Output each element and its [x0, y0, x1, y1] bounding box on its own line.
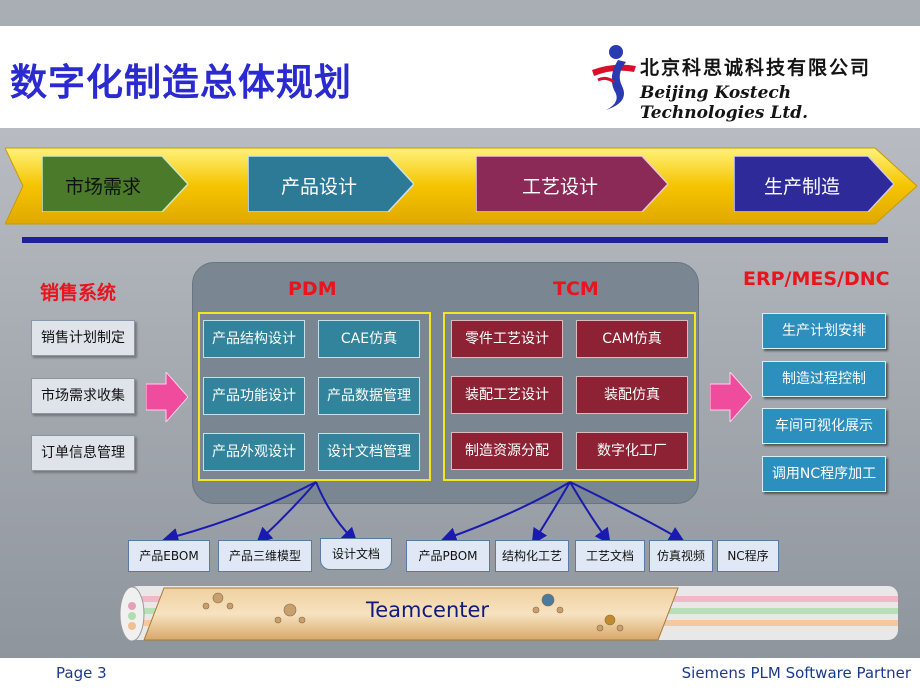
- teamcenter-label: Teamcenter: [366, 598, 490, 622]
- pdm-title: PDM: [288, 278, 337, 300]
- tcm-module[interactable]: 装配工艺设计: [451, 376, 563, 414]
- erp-item[interactable]: 调用NC程序加工: [762, 456, 886, 492]
- doc-item[interactable]: 仿真视频: [649, 540, 713, 572]
- slide-header: [0, 26, 920, 128]
- doc-item[interactable]: 设计文档: [320, 538, 392, 570]
- chevron-shape: [42, 156, 188, 212]
- erp-item[interactable]: 生产计划安排: [762, 313, 886, 349]
- arrow-right-icon: [146, 372, 188, 422]
- sales-system-title: 销售系统: [40, 282, 117, 304]
- page-number: Page 3: [56, 664, 107, 682]
- doc-item[interactable]: 产品三维模型: [218, 540, 312, 572]
- step-label: 工艺设计: [521, 176, 598, 198]
- sales-item[interactable]: 订单信息管理: [31, 435, 135, 471]
- chevron-shape: [248, 156, 414, 212]
- tcm-module[interactable]: 数字化工厂: [576, 432, 688, 470]
- partner-text: Siemens PLM Software Partner: [681, 664, 911, 682]
- slide-title: 数字化制造总体规划: [10, 61, 352, 104]
- step-process-design[interactable]: 工艺设计: [476, 156, 668, 212]
- pdm-module[interactable]: 产品功能设计: [203, 377, 305, 415]
- step-label: 市场需求: [64, 176, 141, 198]
- tcm-module[interactable]: 零件工艺设计: [451, 320, 563, 358]
- step-manufacturing[interactable]: 生产制造: [734, 156, 894, 212]
- tcm-title: TCM: [553, 278, 599, 300]
- chevron-shape: [476, 156, 668, 212]
- process-band: [5, 147, 918, 225]
- step-label: 生产制造: [763, 176, 840, 198]
- tcm-module[interactable]: CAM仿真: [576, 320, 688, 358]
- doc-item[interactable]: 工艺文档: [575, 540, 645, 572]
- pdm-frame: [198, 312, 431, 481]
- sales-item[interactable]: 市场需求收集: [31, 378, 135, 414]
- company-name-en: Beijing Kostech Technologies Ltd.: [640, 83, 808, 123]
- pdm-module[interactable]: 产品结构设计: [203, 320, 305, 358]
- erp-item[interactable]: 制造过程控制: [762, 361, 886, 397]
- pdm-module[interactable]: 产品外观设计: [203, 433, 305, 471]
- kostech-logo-icon: [592, 45, 636, 110]
- doc-item[interactable]: 产品PBOM: [406, 540, 490, 572]
- connector-lines: [162, 481, 685, 545]
- pdm-module[interactable]: 设计文档管理: [318, 433, 420, 471]
- step-market-demand[interactable]: 市场需求: [42, 156, 188, 212]
- doc-item[interactable]: 产品EBOM: [128, 540, 210, 572]
- top-strip: [0, 0, 920, 26]
- divider-line: [22, 237, 888, 243]
- company-name-cn: 北京科思诚科技有限公司: [640, 57, 872, 79]
- tcm-module[interactable]: 装配仿真: [576, 376, 688, 414]
- doc-item[interactable]: 结构化工艺: [495, 540, 569, 572]
- doc-item[interactable]: NC程序: [717, 540, 779, 572]
- erp-item[interactable]: 车间可视化展示: [762, 408, 886, 444]
- arrow-right-icon: [710, 372, 752, 422]
- pdm-module[interactable]: CAE仿真: [318, 320, 420, 358]
- erp-mes-dnc-title: ERP/MES/DNC: [743, 268, 890, 290]
- teamcenter-pipe: [119, 586, 898, 642]
- pdm-module[interactable]: 产品数据管理: [318, 377, 420, 415]
- sales-item[interactable]: 销售计划制定: [31, 320, 135, 356]
- tcm-module[interactable]: 制造资源分配: [451, 432, 563, 470]
- slide-footer: [0, 658, 920, 690]
- step-product-design[interactable]: 产品设计: [248, 156, 414, 212]
- step-label: 产品设计: [280, 176, 357, 198]
- chevron-shape: [734, 156, 894, 212]
- tcm-frame: [443, 312, 696, 481]
